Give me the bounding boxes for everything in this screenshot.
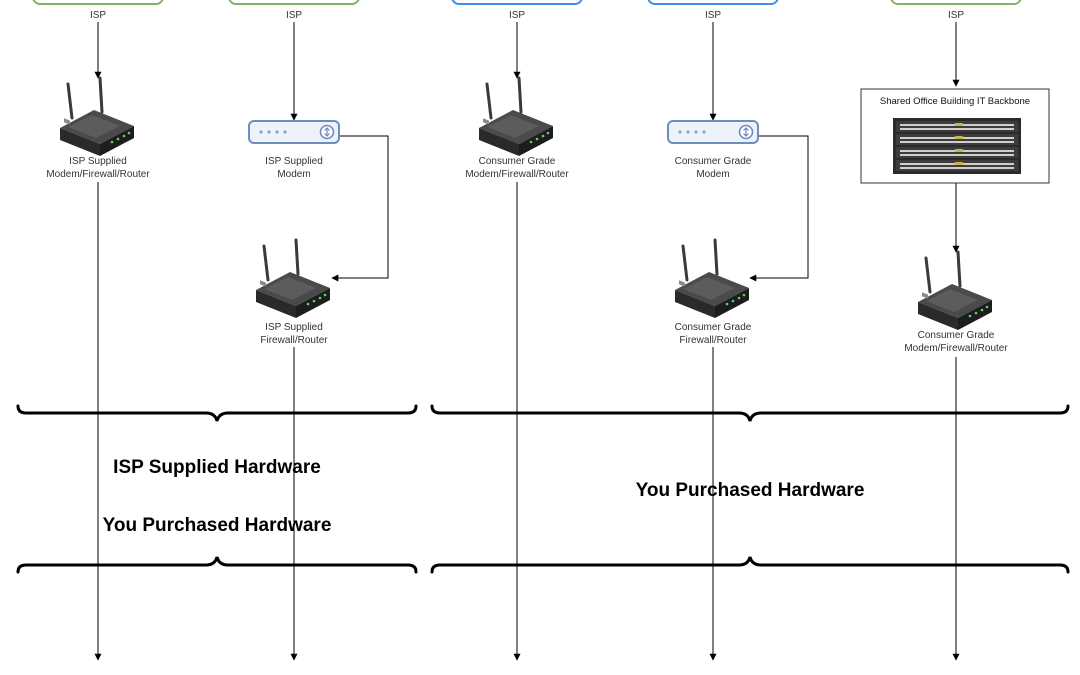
- switch-stack-icon: [893, 118, 1021, 174]
- isp-box-2: [228, 0, 360, 5]
- brace-top-left: [16, 404, 418, 422]
- device-label-line1: Consumer Grade: [918, 330, 995, 341]
- isp-label: ISP: [90, 10, 106, 21]
- device-label-line1: ISP Supplied: [69, 156, 127, 167]
- isp-label: ISP: [948, 10, 964, 21]
- backbone-box: Shared Office Building IT Backbone: [860, 88, 1050, 184]
- group-label-isp-supplied: ISP Supplied Hardware: [113, 457, 321, 478]
- group-label-you-purchased-left: You Purchased Hardware: [103, 515, 332, 536]
- device-label-line1: ISP Supplied: [265, 156, 323, 167]
- device-label-line1: Consumer Grade: [479, 156, 556, 167]
- isp-box-1: [32, 0, 164, 5]
- device-label-line2: Modem/Firewall/Router: [904, 343, 1008, 354]
- brace-bottom-right: [430, 556, 1070, 574]
- brace-bottom-left: [16, 556, 418, 574]
- modem-icon: [248, 120, 340, 144]
- router-icon: [673, 238, 751, 320]
- isp-box-3: [451, 0, 583, 5]
- device-label-line2: Modem: [696, 169, 729, 180]
- device-label-line1: ISP Supplied: [265, 322, 323, 333]
- isp-label: ISP: [286, 10, 302, 21]
- device-labels: ISP Supplied Modem/Firewall/Router ISP S…: [46, 156, 1008, 354]
- device-label-line2: Modem/Firewall/Router: [465, 169, 569, 180]
- isp-box-4: [647, 0, 779, 5]
- device-label-line2: Modem/Firewall/Router: [46, 169, 150, 180]
- device-label-line2: Firewall/Router: [260, 335, 328, 346]
- device-label-line1: Consumer Grade: [675, 156, 752, 167]
- group-label-you-purchased-right: You Purchased Hardware: [636, 480, 865, 501]
- device-label-line1: Consumer Grade: [675, 322, 752, 333]
- isp-box-5: [890, 0, 1022, 5]
- router-icon: [58, 76, 136, 158]
- isp-label: ISP: [705, 10, 721, 21]
- router-icon: [916, 250, 994, 332]
- router-icon: [477, 76, 555, 158]
- modem-icon: [667, 120, 759, 144]
- router-icon: [254, 238, 332, 320]
- device-label-line2: Firewall/Router: [679, 335, 747, 346]
- isp-label: ISP: [509, 10, 525, 21]
- device-label-line2: Modem: [277, 169, 310, 180]
- brace-top-right: [430, 404, 1070, 422]
- connectors: [94, 22, 960, 661]
- braces: [16, 404, 1070, 574]
- backbone-title: Shared Office Building IT Backbone: [880, 96, 1030, 107]
